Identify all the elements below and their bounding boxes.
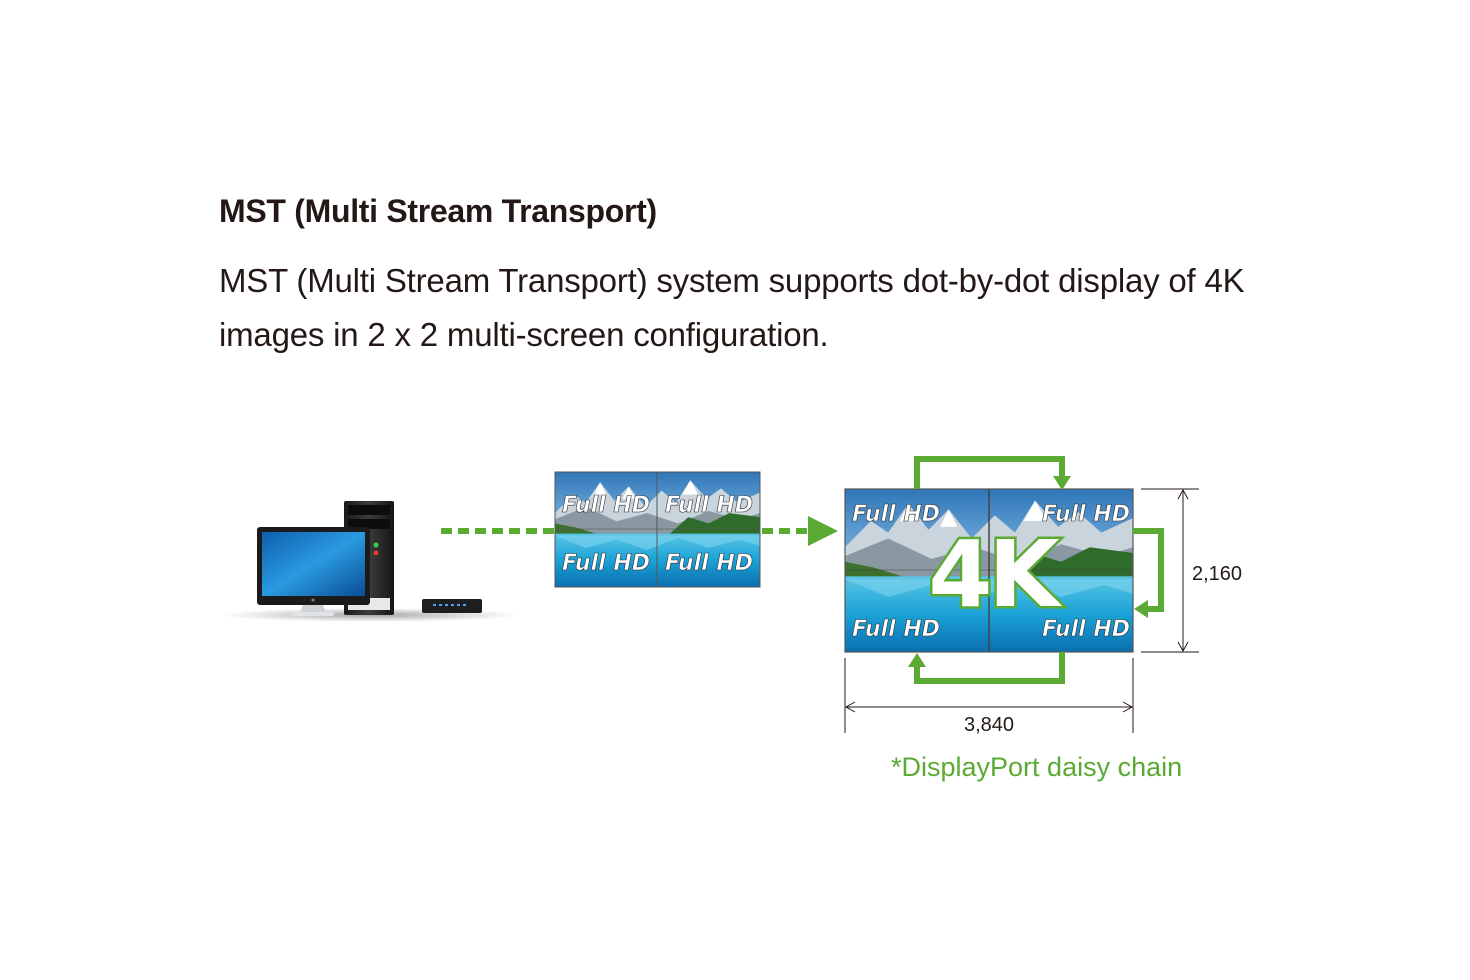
page-title: MST (Multi Stream Transport) <box>219 193 657 229</box>
tile-label: Full HD <box>852 617 940 642</box>
width-label: 3,840 <box>964 714 1014 736</box>
footnote: *DisplayPort daisy chain <box>891 752 1182 782</box>
height-label: 2,160 <box>1192 563 1242 585</box>
tile-label: Full HD <box>1042 617 1130 642</box>
arrow-down-icon <box>1053 476 1071 490</box>
computer-icon <box>220 501 520 622</box>
center-label: 4K <box>928 521 1063 628</box>
width-dimension <box>844 658 1134 733</box>
small-screen-wall: Full HD Full HD Full HD Full HD <box>554 471 761 588</box>
tile-label: Full HD <box>562 551 650 576</box>
description: MST (Multi Stream Transport) system supp… <box>219 262 1245 353</box>
tile-label: Full HD <box>852 502 940 527</box>
arrow-right-icon <box>808 516 838 546</box>
height-dimension <box>1141 488 1199 653</box>
tile-label: Full HD <box>1042 502 1130 527</box>
arrow-up-icon <box>908 653 926 667</box>
large-screen-wall: Full HD Full HD Full HD Full HD 4K <box>844 488 1134 653</box>
tile-label: Full HD <box>665 493 753 518</box>
arrow-left-icon <box>1134 600 1148 618</box>
tile-label: Full HD <box>562 493 650 518</box>
daisy-chain-arrows <box>914 456 1164 684</box>
tile-label: Full HD <box>665 551 753 576</box>
